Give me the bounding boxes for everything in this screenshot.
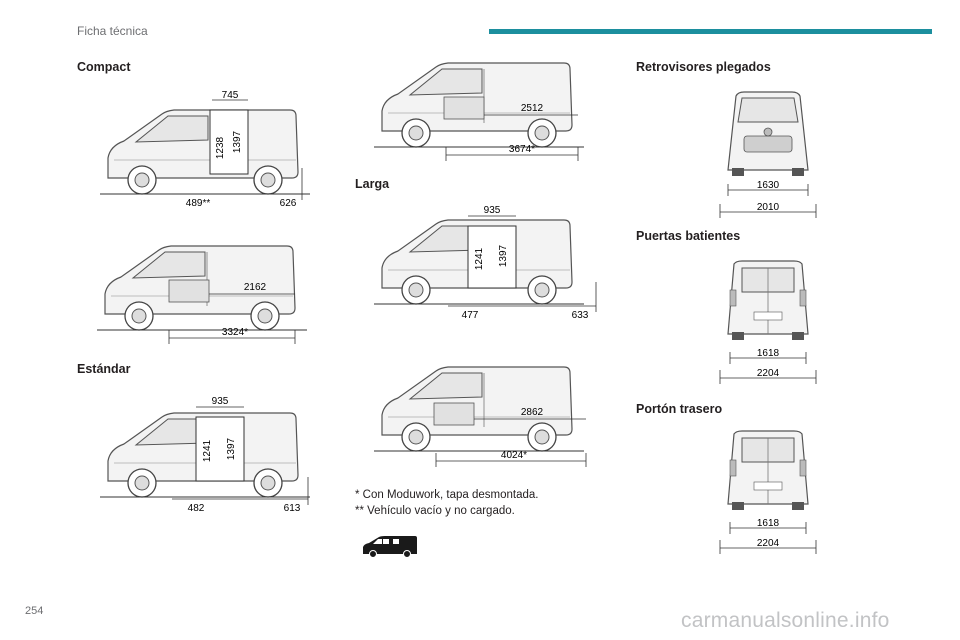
dim-estandar-right: 613 (284, 503, 301, 514)
section-title-porton: Portón trasero (636, 402, 723, 416)
van-pictogram-icon (361, 534, 419, 558)
dim-estandar-inner: 2512 (521, 103, 544, 114)
figure-front-mirrors: 1630 2010 (718, 90, 818, 218)
section-title-larga: Larga (355, 177, 390, 191)
dim-doors-outer: 2204 (757, 368, 780, 379)
page-number: 254 (25, 605, 44, 617)
figure-compact-load: 2162 3324* (95, 232, 310, 347)
figure-estandar-load: 2512 3674* (372, 55, 587, 163)
figure-rear-tailgate: 1618 2204 (718, 428, 818, 554)
page-header-title: Ficha técnica (77, 24, 148, 38)
header-accent-bar (489, 29, 932, 34)
dim-estandar-left: 482 (188, 503, 205, 514)
dim-tailgate-inner: 1618 (757, 518, 780, 529)
dim-larga-inner: 2862 (521, 407, 544, 418)
dim-estandar-h2: 1397 (226, 437, 237, 460)
section-title-estandar: Estándar (77, 362, 131, 376)
dim-tailgate-outer: 2204 (757, 538, 780, 549)
footnote-empty-vehicle: ** Vehículo vacío y no cargado. (355, 505, 515, 517)
dim-larga-top: 935 (484, 205, 501, 216)
dim-larga-right: 633 (572, 310, 589, 321)
dim-estandar-h1: 1241 (202, 439, 213, 462)
dim-larga-total: 4024* (501, 450, 527, 461)
dim-larga-h2: 1397 (498, 244, 509, 267)
dim-estandar-top: 935 (212, 396, 229, 407)
dim-compact-h2: 1397 (232, 130, 243, 153)
dim-compact-h1: 1238 (215, 136, 226, 159)
dim-doors-inner: 1618 (757, 348, 780, 359)
dim-compact-total: 3324* (222, 327, 248, 338)
dim-larga-left: 477 (462, 310, 479, 321)
dim-mirrors-outer: 2010 (757, 202, 780, 213)
figure-compact-side: 745 1238 1397 489** 626 (92, 90, 322, 215)
dim-larga-h1: 1241 (474, 247, 485, 270)
dim-compact-top: 745 (222, 90, 239, 101)
section-title-compact: Compact (77, 60, 131, 74)
figure-rear-doors: 1618 2204 (718, 258, 818, 384)
figure-estandar-side: 935 1241 1397 482 613 (92, 393, 322, 518)
figure-larga-load: 2862 4024* (372, 357, 597, 469)
figure-larga-side: 935 1241 1397 477 633 (368, 204, 603, 324)
dim-compact-inner: 2162 (244, 282, 267, 293)
dim-compact-left: 489** (186, 198, 211, 209)
section-title-retrovisores: Retrovisores plegados (636, 60, 771, 74)
dim-compact-right: 626 (280, 198, 297, 209)
dim-mirrors-inner: 1630 (757, 180, 780, 191)
section-title-puertas: Puertas batientes (636, 229, 741, 243)
footnote-moduwork: * Con Moduwork, tapa desmontada. (355, 489, 539, 501)
watermark: carmanualsonline.info (681, 609, 890, 632)
dim-estandar-total: 3674* (509, 144, 535, 155)
